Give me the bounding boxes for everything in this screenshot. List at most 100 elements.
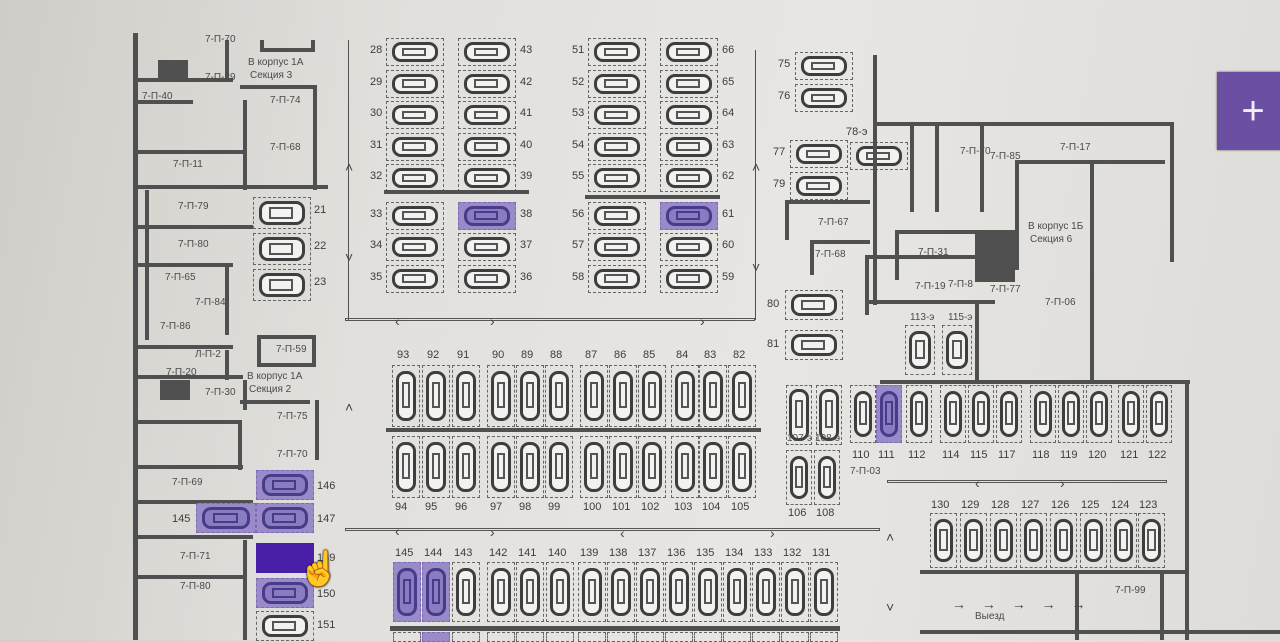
parking-spot[interactable] [588, 132, 646, 161]
parking-spot[interactable] [968, 385, 994, 443]
parking-spot[interactable] [253, 269, 311, 301]
parking-spot[interactable] [790, 172, 848, 200]
parking-spot[interactable] [393, 632, 421, 642]
parking-spot[interactable] [452, 436, 480, 498]
parking-spot[interactable] [671, 436, 699, 498]
parking-spot[interactable] [671, 365, 699, 427]
parking-spot[interactable] [660, 38, 718, 66]
parking-spot[interactable] [906, 385, 932, 443]
parking-spot[interactable] [795, 84, 853, 112]
parking-spot[interactable] [638, 365, 666, 427]
parking-spot[interactable] [816, 385, 842, 445]
parking-spot[interactable] [588, 38, 646, 66]
parking-spot[interactable] [452, 365, 480, 427]
parking-spot[interactable] [256, 611, 314, 641]
parking-spot[interactable] [516, 632, 544, 642]
parking-spot[interactable] [785, 330, 843, 360]
parking-spot[interactable] [723, 632, 751, 642]
parking-spot[interactable] [422, 365, 450, 427]
parking-spot[interactable] [487, 365, 515, 427]
parking-spot[interactable] [253, 197, 311, 229]
parking-spot[interactable] [699, 365, 727, 427]
parking-spot[interactable] [588, 264, 646, 293]
parking-spot[interactable] [256, 543, 314, 573]
parking-spot[interactable] [960, 513, 987, 568]
parking-spot[interactable] [996, 385, 1022, 443]
parking-spot[interactable] [458, 233, 516, 261]
parking-spot[interactable] [422, 436, 450, 498]
parking-spot[interactable] [458, 132, 516, 161]
parking-spot[interactable] [876, 385, 902, 443]
parking-spot[interactable] [990, 513, 1017, 568]
parking-spot[interactable] [660, 164, 718, 192]
parking-spot[interactable] [256, 470, 314, 500]
parking-spot[interactable] [1146, 385, 1172, 443]
parking-spot[interactable] [660, 233, 718, 261]
parking-spot[interactable] [665, 562, 693, 622]
parking-spot[interactable] [609, 436, 637, 498]
parking-spot[interactable] [1086, 385, 1112, 443]
parking-spot[interactable] [1138, 513, 1165, 568]
parking-spot[interactable] [940, 385, 966, 443]
parking-spot[interactable] [1058, 385, 1084, 443]
parking-spot[interactable] [386, 233, 444, 261]
parking-spot[interactable] [386, 101, 444, 129]
parking-spot[interactable] [694, 632, 722, 642]
parking-spot[interactable] [728, 436, 756, 498]
parking-spot[interactable] [386, 132, 444, 161]
parking-spot[interactable] [588, 69, 646, 98]
parking-spot[interactable] [781, 632, 809, 642]
parking-spot[interactable] [393, 562, 421, 622]
parking-spot[interactable] [386, 164, 444, 192]
parking-spot[interactable] [1050, 513, 1077, 568]
parking-spot[interactable] [850, 385, 876, 443]
parking-spot[interactable] [386, 69, 444, 98]
parking-spot[interactable] [545, 365, 573, 427]
parking-spot[interactable] [580, 365, 608, 427]
parking-spot[interactable] [1118, 385, 1144, 443]
parking-spot[interactable] [786, 385, 812, 445]
parking-spot[interactable] [660, 132, 718, 161]
parking-spot[interactable] [638, 436, 666, 498]
parking-spot[interactable] [580, 436, 608, 498]
parking-spot[interactable] [795, 52, 853, 80]
parking-spot[interactable] [516, 562, 544, 622]
parking-spot[interactable] [786, 450, 812, 505]
parking-spot[interactable] [752, 632, 780, 642]
parking-spot[interactable] [942, 325, 972, 375]
parking-spot[interactable] [386, 264, 444, 293]
parking-spot[interactable] [458, 69, 516, 98]
parking-spot[interactable] [392, 365, 420, 427]
parking-spot[interactable] [545, 436, 573, 498]
parking-spot[interactable] [1030, 385, 1056, 443]
parking-spot[interactable] [785, 290, 843, 320]
parking-spot[interactable] [930, 513, 957, 568]
parking-spot[interactable] [636, 632, 664, 642]
parking-spot[interactable] [487, 632, 515, 642]
parking-spot[interactable] [546, 562, 574, 622]
parking-spot[interactable] [810, 632, 838, 642]
parking-spot[interactable] [422, 562, 450, 622]
parking-spot[interactable] [392, 436, 420, 498]
parking-spot[interactable] [660, 69, 718, 98]
parking-spot[interactable] [694, 562, 722, 622]
parking-spot[interactable] [810, 562, 838, 622]
parking-spot[interactable] [546, 632, 574, 642]
parking-spot[interactable] [660, 201, 718, 230]
parking-spot[interactable] [665, 632, 693, 642]
parking-spot[interactable] [588, 201, 646, 230]
parking-spot[interactable] [386, 38, 444, 66]
parking-spot[interactable] [781, 562, 809, 622]
parking-spot[interactable] [790, 140, 848, 168]
parking-spot[interactable] [1110, 513, 1137, 568]
parking-spot[interactable] [487, 562, 515, 622]
parking-spot[interactable] [905, 325, 935, 375]
parking-spot[interactable] [814, 450, 840, 505]
parking-spot[interactable] [452, 562, 480, 622]
parking-spot[interactable] [609, 365, 637, 427]
parking-spot[interactable] [458, 264, 516, 293]
parking-spot[interactable] [588, 233, 646, 261]
parking-spot[interactable] [636, 562, 664, 622]
parking-spot[interactable] [458, 101, 516, 129]
parking-spot[interactable] [578, 562, 606, 622]
